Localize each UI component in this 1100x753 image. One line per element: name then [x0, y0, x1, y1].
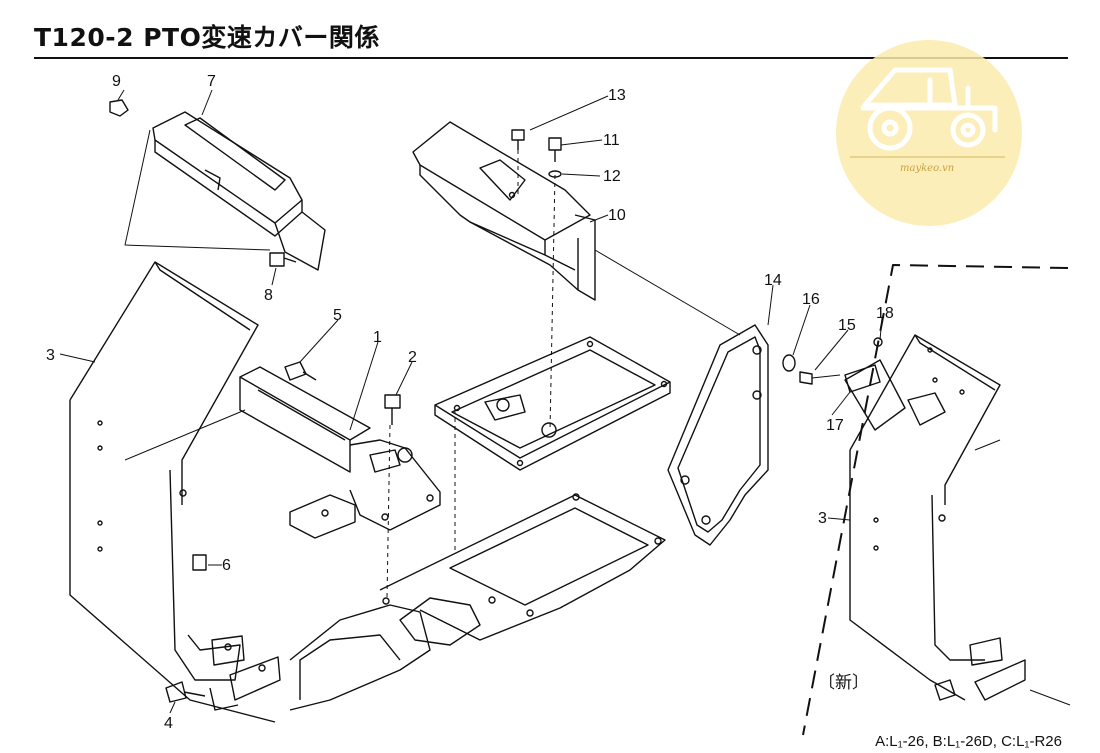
label-part-18: 18	[876, 305, 894, 322]
new-version-label: 〔新〕	[818, 673, 869, 693]
label-part-15: 15	[838, 317, 856, 334]
tractor-icon	[860, 67, 998, 151]
part-3-new-side-cover	[844, 334, 1026, 701]
label-part-2: 2	[408, 349, 417, 366]
label-part-7: 7	[207, 73, 216, 90]
alignment-lines	[386, 150, 556, 599]
label-part-17: 17	[826, 417, 844, 434]
part-1-bracket	[239, 366, 441, 539]
part-3-side-cover	[69, 261, 281, 723]
part-7-lever-guide	[152, 111, 326, 271]
transmission-case	[289, 493, 666, 711]
label-part-8: 8	[264, 287, 273, 304]
watermark-logo: maykeo.vn	[836, 40, 1022, 226]
label-part-5: 5	[333, 307, 342, 324]
label-part-10: 10	[608, 207, 626, 224]
fasteners	[109, 99, 956, 703]
label-part-9: 9	[112, 73, 121, 90]
leader-lines	[59, 89, 1071, 714]
title-underline	[34, 57, 1068, 59]
label-part-3-new: 3	[818, 510, 827, 527]
label-part-6: 6	[222, 557, 231, 574]
part-number-labels: 9 7 8 5 1 2 3 6 4 13 11 12 10 14 16 15 1…	[46, 73, 894, 732]
model-footer: A:L₁-26, B:L₁-26D, C:L₁-R26	[875, 733, 1062, 750]
part-14-side-cover	[667, 324, 769, 546]
new-version-boundary	[802, 264, 1069, 736]
label-part-4: 4	[164, 715, 173, 732]
label-part-12: 12	[603, 168, 621, 185]
label-part-1: 1	[373, 329, 382, 346]
label-part-13: 13	[608, 87, 626, 104]
label-part-11: 11	[603, 132, 620, 149]
part-10-cover	[412, 121, 596, 301]
label-part-3: 3	[46, 347, 55, 364]
label-part-14: 14	[764, 272, 782, 289]
watermark-text: maykeo.vn	[900, 163, 954, 174]
page-title: T120-2 PTO変速カバー関係	[34, 23, 380, 52]
gasket-plate	[434, 336, 671, 471]
label-part-16: 16	[802, 291, 820, 308]
